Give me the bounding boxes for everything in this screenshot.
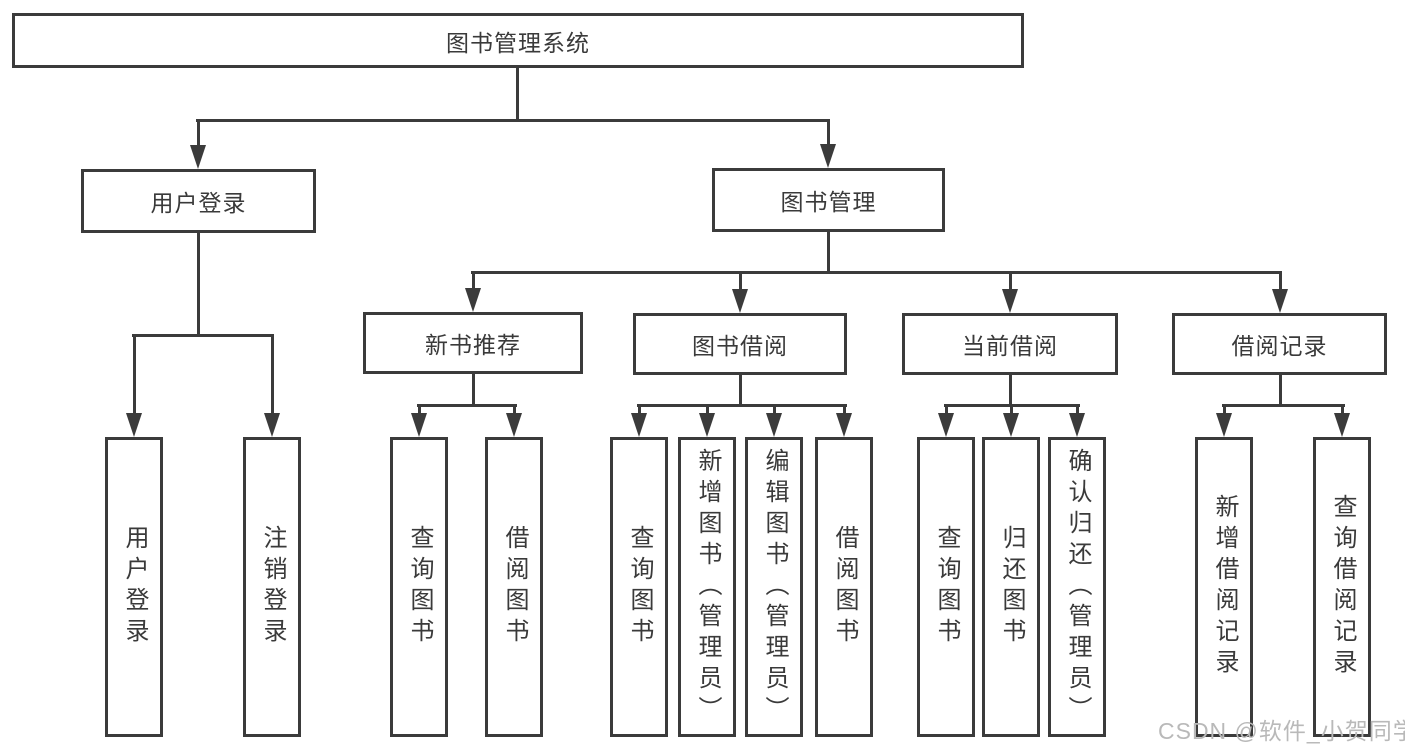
edge-user-bus: [132, 334, 274, 337]
leaf-user-login: 用户登录: [105, 437, 163, 737]
leaf-borrow-edit-books-admin: 编辑图书（管理员）: [745, 437, 803, 737]
arrowhead-icon: [411, 413, 427, 437]
leaf-label: 查询图书: [933, 525, 960, 649]
arrowhead-icon: [631, 413, 647, 437]
watermark: CSDN @软件_小贺同学: [1158, 718, 1405, 744]
leaf-current-confirm-return-admin: 确认归还（管理员）: [1048, 437, 1106, 737]
edge-drop-leaf: [271, 334, 274, 418]
arrowhead-icon: [126, 413, 142, 437]
edge-drop-user-login: [197, 119, 200, 150]
edge-borrow-stem: [739, 375, 742, 407]
arrowhead-icon: [506, 413, 522, 437]
edge-records-bus: [1222, 404, 1345, 407]
edge-level1-bus: [196, 119, 830, 122]
leaf-label: 确认归还（管理员）: [1064, 447, 1091, 727]
node-root-library-system: 图书管理系统: [12, 13, 1024, 68]
arrowhead-icon: [1272, 289, 1288, 313]
edge-drop-leaf: [1010, 404, 1013, 418]
edge-level3-bus: [471, 271, 1282, 274]
arrowhead-icon: [465, 288, 481, 312]
leaf-label: 编辑图书（管理员）: [761, 447, 788, 727]
edge-drop-leaf: [945, 404, 948, 418]
edge-drop-leaf: [773, 404, 776, 418]
arrowhead-icon: [264, 413, 280, 437]
leaf-borrow-query-books: 查询图书: [610, 437, 668, 737]
edge-drop-recommend: [472, 271, 475, 293]
edge-mgmt-stem: [827, 232, 830, 274]
leaf-label: 查询图书: [626, 525, 653, 649]
edge-drop-leaf: [706, 404, 709, 418]
leaf-borrow-borrow-books: 借阅图书: [815, 437, 873, 737]
node-borrow-records: 借阅记录: [1172, 313, 1387, 375]
leaf-records-add-record: 新增借阅记录: [1195, 437, 1253, 737]
leaf-current-query-books: 查询图书: [917, 437, 975, 737]
edge-borrow-bus: [637, 404, 847, 407]
edge-drop-records: [1279, 271, 1282, 293]
leaf-label: 借阅图书: [831, 525, 858, 649]
leaf-label: 用户登录: [121, 525, 148, 649]
arrowhead-icon: [732, 289, 748, 313]
arrowhead-icon: [938, 413, 954, 437]
leaf-label: 注销登录: [259, 525, 286, 649]
leaf-label: 新增图书（管理员）: [694, 447, 721, 727]
node-label: 新书推荐: [425, 332, 521, 358]
arrowhead-icon: [1002, 289, 1018, 313]
node-label: 图书管理系统: [446, 29, 590, 56]
leaf-recommend-borrow-books: 借阅图书: [485, 437, 543, 737]
leaf-label: 归还图书: [998, 525, 1025, 649]
edge-drop-borrow: [739, 271, 742, 293]
leaf-recommend-query-books: 查询图书: [390, 437, 448, 737]
edge-drop-current: [1009, 271, 1012, 293]
node-book-borrow: 图书借阅: [633, 313, 847, 375]
edge-drop-book-mgmt: [827, 119, 830, 149]
leaf-label: 查询图书: [406, 525, 433, 649]
node-label: 借阅记录: [1231, 333, 1328, 359]
edge-recommend-bus: [417, 404, 517, 407]
edge-user-stem: [197, 233, 200, 337]
edge-drop-leaf: [1341, 404, 1344, 418]
edge-drop-leaf: [1223, 404, 1226, 418]
arrowhead-icon: [836, 413, 852, 437]
edge-drop-leaf: [638, 404, 641, 418]
node-book-management: 图书管理: [712, 168, 945, 232]
node-label: 图书管理: [780, 189, 877, 215]
edge-recommend-stem: [472, 374, 475, 407]
arrowhead-icon: [766, 413, 782, 437]
node-label: 当前借阅: [962, 333, 1058, 359]
edge-drop-leaf: [513, 404, 516, 418]
node-new-book-recommend: 新书推荐: [363, 312, 583, 374]
leaf-current-return-books: 归还图书: [982, 437, 1040, 737]
leaf-logout: 注销登录: [243, 437, 301, 737]
arrowhead-icon: [699, 413, 715, 437]
edge-current-stem: [1009, 375, 1012, 407]
arrowhead-icon: [1216, 413, 1232, 437]
node-current-borrow: 当前借阅: [902, 313, 1118, 375]
edge-drop-leaf: [1076, 404, 1079, 418]
node-label: 用户登录: [150, 190, 247, 216]
leaf-label: 查询借阅记录: [1329, 494, 1356, 680]
leaf-records-query-record: 查询借阅记录: [1313, 437, 1371, 737]
arrowhead-icon: [1334, 413, 1350, 437]
arrowhead-icon: [190, 145, 206, 169]
edge-drop-leaf: [133, 334, 136, 418]
edge-root-stem: [516, 68, 519, 122]
arrowhead-icon: [1003, 413, 1019, 437]
edge-records-stem: [1279, 375, 1282, 407]
arrowhead-icon: [820, 144, 836, 168]
leaf-borrow-add-books-admin: 新增图书（管理员）: [678, 437, 736, 737]
node-label: 图书借阅: [692, 333, 788, 359]
edge-drop-leaf: [418, 404, 421, 418]
edge-drop-leaf: [843, 404, 846, 418]
node-user-login: 用户登录: [81, 169, 316, 233]
arrowhead-icon: [1069, 413, 1085, 437]
leaf-label: 新增借阅记录: [1211, 494, 1238, 680]
leaf-label: 借阅图书: [501, 525, 528, 649]
